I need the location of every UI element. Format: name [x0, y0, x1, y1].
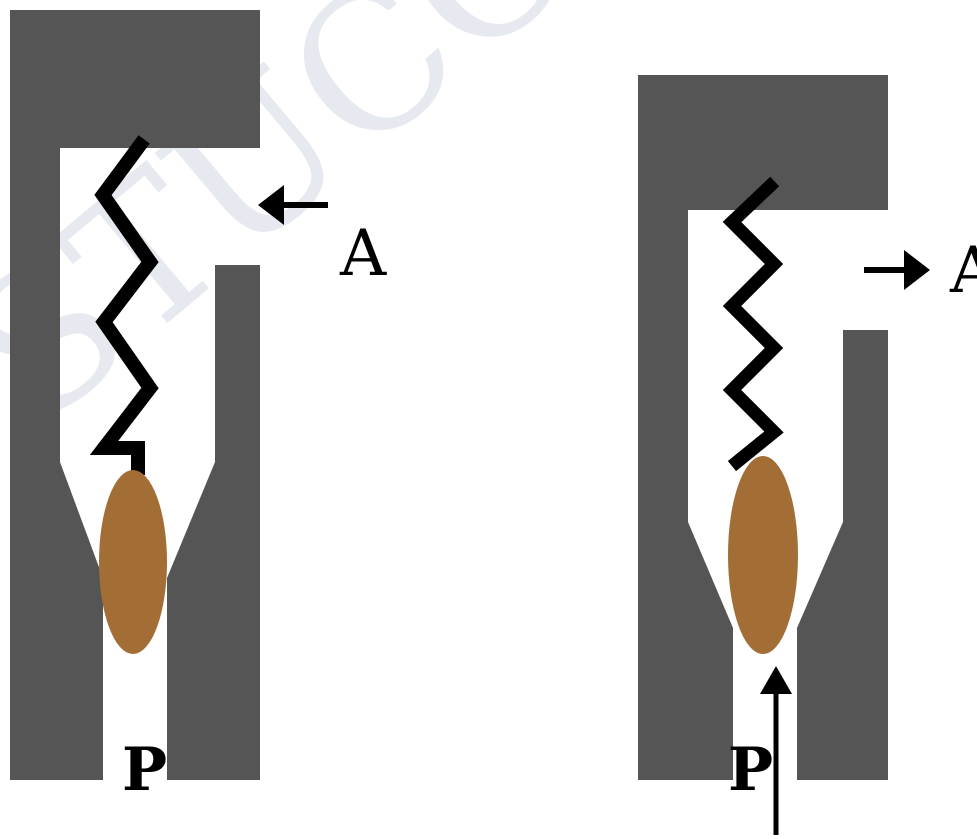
left-spring [89, 135, 159, 475]
left-ball [99, 470, 167, 654]
left-valve: A P [10, 10, 387, 805]
right-inlet-label: P [728, 735, 773, 805]
left-inlet-label: P [122, 735, 167, 805]
right-pressure-arrowhead [760, 666, 792, 694]
left-port-label: A [339, 217, 387, 291]
right-port-arrowhead [904, 250, 930, 290]
right-ball [728, 456, 798, 654]
right-spring [722, 176, 784, 472]
right-port-label: A [949, 234, 977, 308]
left-port-arrowhead [258, 185, 284, 225]
left-valve-body [10, 10, 260, 780]
right-valve-body [638, 75, 888, 780]
right-valve: A P [638, 75, 977, 835]
